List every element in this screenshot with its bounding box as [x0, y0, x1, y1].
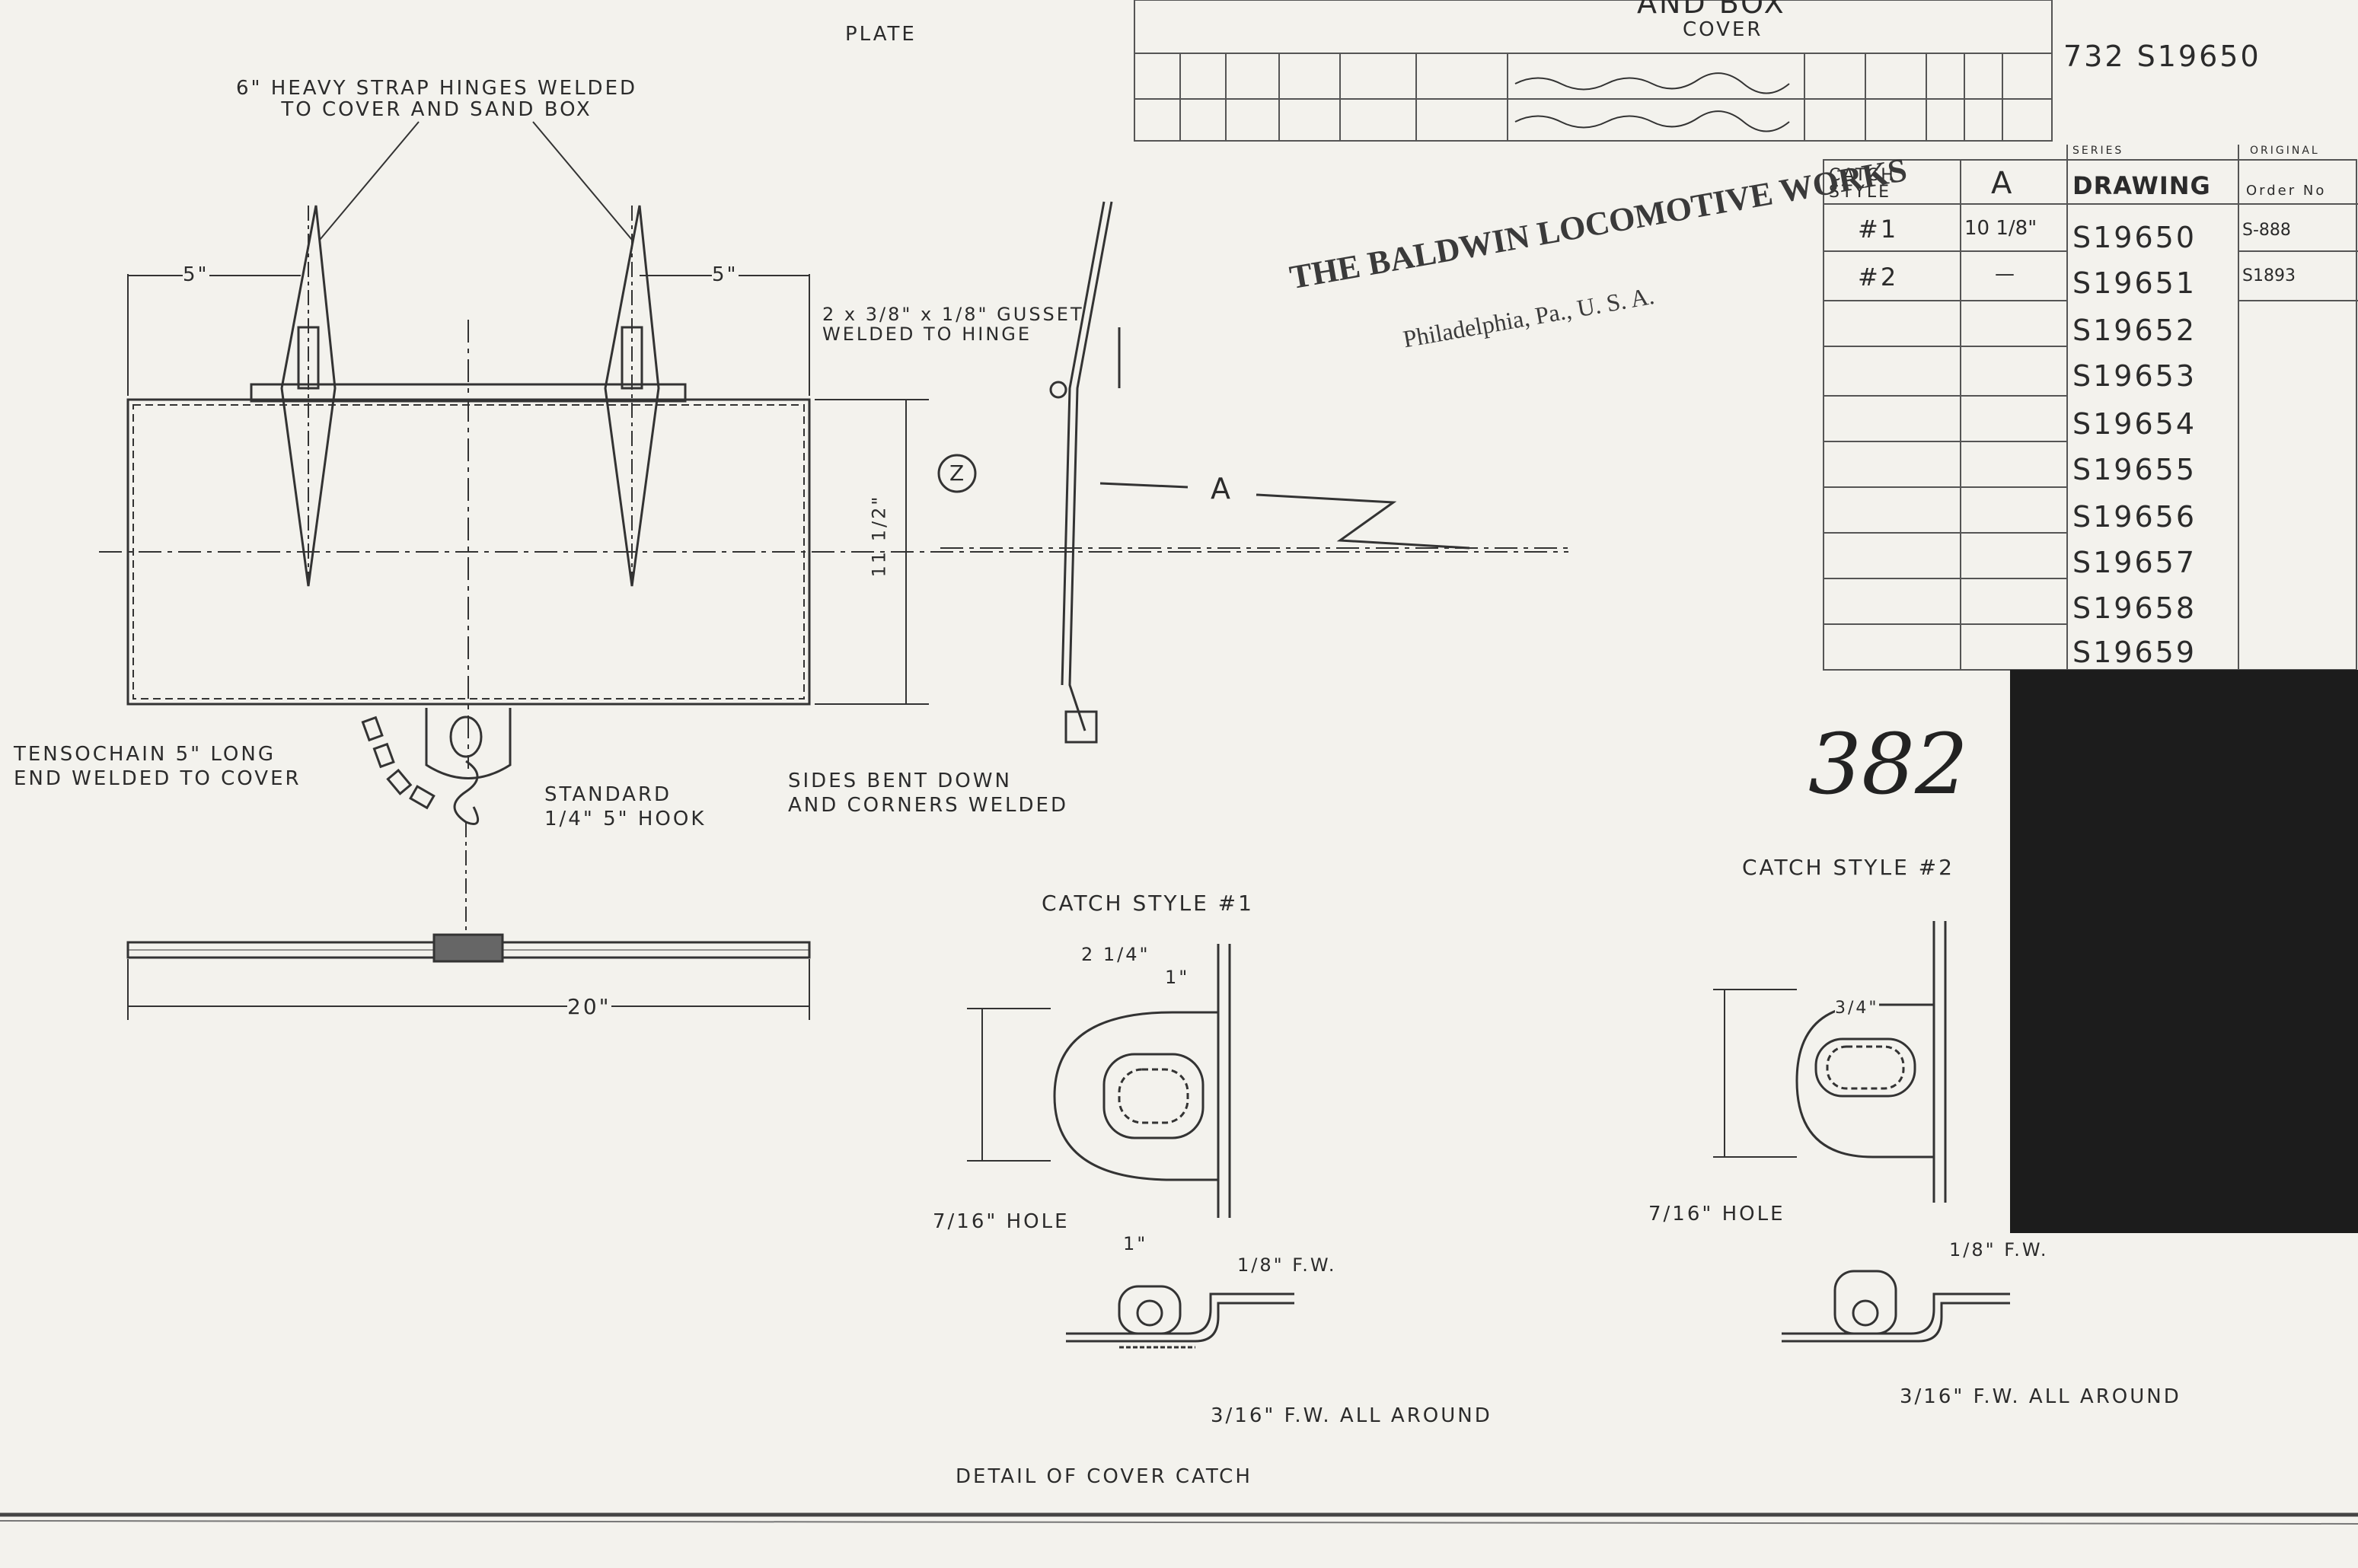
dim-left-5: 5" — [183, 263, 209, 286]
row-2-drawing: S19651 — [2072, 266, 2197, 300]
catch-style-2-label: CATCH STYLE #2 — [1742, 855, 1954, 880]
gusset-note: 2 x 3/8" x 1/8" GUSSET WELDED TO HINGE — [822, 304, 1084, 345]
table-header-series: SERIES — [2072, 145, 2124, 157]
strap-hinge-left — [280, 205, 337, 587]
fw-all-around-1: 3/16" F.W. ALL AROUND — [1211, 1404, 1492, 1427]
table-header-catch-style: CATCH STYLE — [1829, 166, 1896, 202]
side-profile — [940, 201, 1568, 744]
dimension-a-label: A — [1211, 472, 1233, 505]
title-line-2: COVER — [1683, 18, 1763, 41]
sides-note: SIDES BENT DOWN AND CORNERS WELDED — [788, 770, 1069, 817]
catch-style-1-plan — [967, 944, 1231, 1218]
row-5-drawing: S19654 — [2072, 407, 2197, 441]
dim-catch-1: 1" — [1165, 967, 1190, 988]
hook-note: STANDARD 1/4" 5" HOOK — [544, 783, 707, 830]
row-2-style: #2 — [1858, 263, 1899, 292]
title-line-1: AND BOX — [1637, 0, 1786, 20]
cover-plan-view — [99, 320, 1568, 769]
row-1-a: 10 1/8" — [1964, 217, 2037, 240]
row-2-order: S1893 — [2242, 266, 2296, 285]
scan-shadow-patch — [2010, 670, 2358, 1233]
chain-and-hook — [361, 708, 512, 944]
title-block — [1134, 0, 2053, 142]
chain-note: TENSOCHAIN 5" LONG END WELDED TO COVER — [14, 743, 302, 790]
row-2-a: — — [1995, 263, 2017, 285]
row-6-drawing: S19655 — [2072, 453, 2197, 486]
row-7-drawing: S19656 — [2072, 500, 2197, 534]
dim-catch-1b: 1" — [1123, 1233, 1148, 1254]
row-1-drawing: S19650 — [2072, 221, 2197, 254]
table-header-drawing: DRAWING — [2072, 171, 2211, 200]
catch-style-1-section — [1066, 1285, 1294, 1349]
dim-width-20: 20" — [567, 994, 611, 1019]
row-8-drawing: S19657 — [2072, 546, 2197, 579]
strap-hinge-right — [604, 205, 660, 587]
row-9-drawing: S19658 — [2072, 591, 2197, 625]
catch-style-2-section — [1782, 1270, 2010, 1343]
table-header-order: Order No — [2246, 183, 2327, 199]
table-header-original: ORIGINAL — [2250, 145, 2320, 157]
dim-right-5: 5" — [712, 263, 739, 286]
dim-height: 11 1/2" — [868, 494, 890, 578]
fw-all-around-2: 3/16" F.W. ALL AROUND — [1900, 1385, 2181, 1408]
catch-style-2-plan — [1713, 921, 1947, 1203]
row-1-order: S-888 — [2242, 221, 2291, 240]
dim-catch-2-1-4: 2 1/4" — [1081, 944, 1150, 965]
detail-cover-catch-label: DETAIL OF COVER CATCH — [956, 1465, 1252, 1488]
fw-note-2: 1/8" F.W. — [1949, 1239, 2049, 1260]
drawing-number: 732 S19650 — [2063, 40, 2261, 73]
fw-note-1: 1/8" F.W. — [1237, 1254, 1337, 1276]
row-3-drawing: S19652 — [2072, 314, 2197, 347]
handwritten-number: 382 — [1808, 715, 1968, 813]
dim-catch-3-4: 3/4" — [1835, 999, 1879, 1018]
row-4-drawing: S19653 — [2072, 359, 2197, 393]
table-header-a: A — [1991, 166, 2015, 201]
catch-style-1-label: CATCH STYLE #1 — [1042, 891, 1254, 916]
cover-edge-view — [126, 933, 811, 1020]
plate-label: PLATE — [845, 23, 917, 46]
row-10-drawing: S19659 — [2072, 636, 2197, 669]
row-1-style: #1 — [1858, 215, 1899, 244]
hole-note-1: 7/16" HOLE — [933, 1210, 1070, 1233]
hinge-note: 6" HEAVY STRAP HINGES WELDED TO COVER AN… — [236, 77, 638, 121]
section-mark: Z — [949, 461, 965, 486]
hole-note-2: 7/16" HOLE — [1648, 1203, 1785, 1225]
